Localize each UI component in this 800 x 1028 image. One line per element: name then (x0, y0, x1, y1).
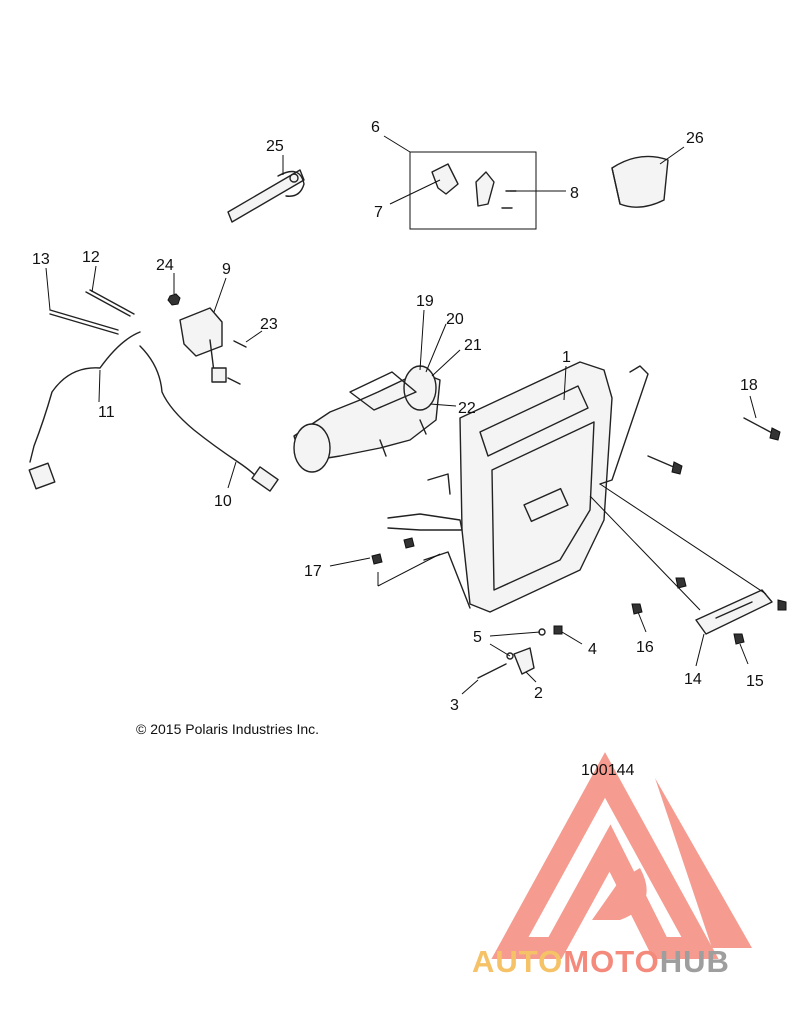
bracket-part-2 (513, 647, 535, 675)
callout-16: 16 (636, 639, 654, 656)
watermark-logo (491, 752, 752, 959)
callout-3: 3 (450, 697, 459, 714)
bumper-part-1 (387, 361, 649, 613)
watermark-brand-text: AUTOMOTOHUB (472, 944, 730, 980)
callout-2: 2 (534, 685, 543, 702)
nut-part-24 (167, 293, 181, 306)
cable-part-13 (49, 309, 119, 335)
winch-part-22 (293, 365, 441, 473)
callout-6: 6 (371, 119, 380, 136)
callout-12: 12 (82, 249, 100, 266)
screw-part-8 (501, 190, 517, 209)
callout-26: 26 (686, 130, 704, 147)
strap-part-25 (227, 169, 305, 223)
callout-25: 25 (266, 138, 284, 155)
cover-part-26 (611, 155, 669, 208)
harness-part-11 (28, 331, 141, 490)
callout-7: 7 (374, 204, 383, 221)
callout-21: 21 (464, 337, 482, 354)
callout-22: 22 (458, 400, 476, 417)
callout-4: 4 (588, 641, 597, 658)
callout-11: 11 (98, 404, 115, 421)
callout-13: 13 (32, 251, 50, 268)
copyright-text: © 2015 Polaris Industries Inc. (136, 721, 320, 737)
nut-part-4 (553, 625, 563, 635)
brand-part-moto: MOTO (563, 944, 660, 979)
callout-24: 24 (156, 257, 174, 274)
leader-lines (45, 135, 767, 695)
callout-5: 5 (473, 629, 482, 646)
fairlead-part-14 (695, 589, 773, 635)
callout-labels: 1 2 3 4 5 6 7 8 9 10 11 12 13 14 15 16 1… (32, 119, 764, 714)
screw-part-17 (371, 537, 415, 565)
callout-9: 9 (222, 261, 231, 278)
bracket-part-7 (431, 163, 495, 207)
bolt-part-3 (477, 663, 507, 679)
callout-19: 19 (416, 293, 434, 310)
bolt-part-18 (743, 417, 781, 441)
bumper-bolts (647, 455, 787, 611)
callout-18: 18 (740, 377, 758, 394)
bolt-part-15 (733, 633, 745, 645)
callout-23: 23 (260, 316, 278, 333)
screw-part-16 (631, 603, 643, 615)
cable-part-12 (85, 289, 135, 317)
callout-15: 15 (746, 673, 764, 690)
callout-10: 10 (214, 493, 232, 510)
callout-17: 17 (304, 563, 322, 580)
brand-part-auto: AUTO (472, 944, 564, 979)
harness-part-10 (139, 345, 279, 492)
callout-14: 14 (684, 671, 702, 688)
figure-number: 100144 (581, 762, 635, 779)
solenoid-part-9 (179, 307, 227, 383)
brand-part-hub: HUB (659, 944, 730, 979)
callout-8: 8 (570, 185, 579, 202)
callout-20: 20 (446, 311, 464, 328)
callout-1: 1 (562, 349, 571, 366)
screw-part-23 (227, 340, 247, 385)
